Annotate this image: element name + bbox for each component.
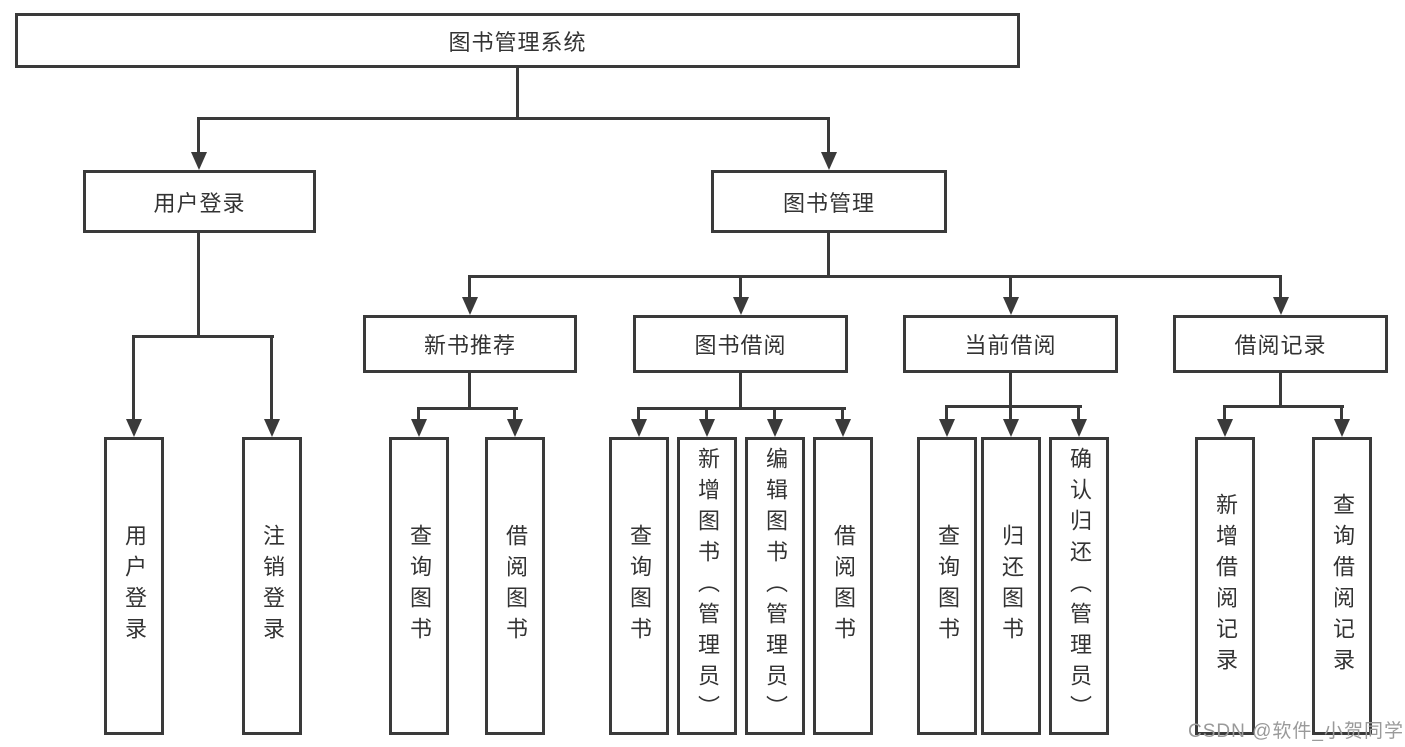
node-new-book-recommend: 新书推荐 (363, 315, 577, 373)
node-current-borrowing-label: 当前借阅 (964, 333, 1057, 358)
connector-line (705, 407, 708, 421)
node-borrow-records-label: 借阅记录 (1234, 333, 1327, 358)
node-book-management-label: 图书管理 (782, 190, 875, 216)
connector-line (1279, 275, 1282, 299)
connector-line (417, 407, 420, 421)
leaf-records-add-record-label: 新增借阅记录 (1213, 493, 1238, 679)
connector-line (637, 407, 846, 410)
connector-line (468, 373, 471, 407)
arrow-down-icon (411, 419, 427, 437)
node-root: 图书管理系统 (15, 13, 1020, 68)
leaf-borrow-query-books-label: 查询图书 (627, 524, 652, 648)
connector-line (1009, 405, 1012, 421)
connector-line (132, 335, 274, 338)
leaf-current-return-books-label: 归还图书 (999, 524, 1024, 648)
leaf-borrow-add-books-admin-label: 新增图书（管理员） (695, 446, 720, 726)
connector-line (773, 407, 776, 421)
connector-line (197, 117, 200, 153)
arrow-down-icon (699, 419, 715, 437)
connector-line (468, 275, 1282, 278)
leaf-current-confirm-return-admin-label: 确认归还（管理员） (1067, 446, 1092, 726)
connector-line (197, 117, 830, 120)
arrow-down-icon (1003, 419, 1019, 437)
node-user-login-label: 用户登录 (153, 190, 246, 216)
arrow-down-icon (191, 152, 207, 170)
leaf-recommend-borrow-books-label: 借阅图书 (503, 524, 528, 648)
leaf-current-confirm-return-admin: 确认归还（管理员） (1049, 437, 1109, 735)
leaf-user-login: 用户登录 (104, 437, 164, 735)
connector-line (197, 233, 200, 335)
arrow-down-icon (1071, 419, 1087, 437)
leaf-current-return-books: 归还图书 (981, 437, 1041, 735)
leaf-records-query-record: 查询借阅记录 (1312, 437, 1372, 735)
arrow-down-icon (1217, 419, 1233, 437)
connector-line (1077, 405, 1080, 421)
connector-line (827, 233, 830, 275)
connector-line (739, 275, 742, 299)
node-book-borrowing-label: 图书借阅 (694, 333, 787, 358)
leaf-borrow-edit-books-admin-label: 编辑图书（管理员） (763, 446, 788, 726)
node-user-login: 用户登录 (83, 170, 316, 233)
connector-line (1340, 405, 1343, 421)
leaf-records-add-record: 新增借阅记录 (1195, 437, 1255, 735)
arrow-down-icon (462, 297, 478, 315)
leaf-borrow-borrow-books: 借阅图书 (813, 437, 873, 735)
arrow-down-icon (1334, 419, 1350, 437)
arrow-down-icon (507, 419, 523, 437)
connector-line (417, 407, 518, 410)
connector-line (1223, 405, 1226, 421)
leaf-borrow-edit-books-admin: 编辑图书（管理员） (745, 437, 805, 735)
connector-line (637, 407, 640, 421)
connector-line (270, 335, 273, 421)
connector-line (739, 373, 742, 407)
leaf-borrow-borrow-books-label: 借阅图书 (831, 524, 856, 648)
node-current-borrowing: 当前借阅 (903, 315, 1118, 373)
arrow-down-icon (821, 152, 837, 170)
node-borrow-records: 借阅记录 (1173, 315, 1388, 373)
node-book-management: 图书管理 (711, 170, 947, 233)
arrow-down-icon (835, 419, 851, 437)
leaf-recommend-borrow-books: 借阅图书 (485, 437, 545, 735)
connector-line (1279, 373, 1282, 405)
leaf-current-query-books: 查询图书 (917, 437, 977, 735)
arrow-down-icon (264, 419, 280, 437)
node-book-borrowing: 图书借阅 (633, 315, 848, 373)
arrow-down-icon (1003, 297, 1019, 315)
connector-line (1223, 405, 1344, 408)
arrow-down-icon (126, 419, 142, 437)
leaf-recommend-query-books: 查询图书 (389, 437, 449, 735)
watermark: CSDN @软件_小贺同学 (1188, 721, 1404, 742)
leaf-logout-label: 注销登录 (260, 524, 285, 648)
connector-line (132, 335, 135, 421)
leaf-logout: 注销登录 (242, 437, 302, 735)
connector-line (1009, 275, 1012, 299)
connector-line (945, 405, 1082, 408)
connector-line (841, 407, 844, 421)
arrow-down-icon (733, 297, 749, 315)
node-new-book-recommend-label: 新书推荐 (423, 333, 516, 358)
connector-line (513, 407, 516, 421)
connector-line (827, 117, 830, 153)
leaf-current-query-books-label: 查询图书 (935, 524, 960, 648)
leaf-recommend-query-books-label: 查询图书 (407, 524, 432, 648)
arrow-down-icon (939, 419, 955, 437)
leaf-borrow-add-books-admin: 新增图书（管理员） (677, 437, 737, 735)
connector-line (1009, 373, 1012, 405)
leaf-records-query-record-label: 查询借阅记录 (1330, 493, 1355, 679)
arrow-down-icon (631, 419, 647, 437)
arrow-down-icon (1273, 297, 1289, 315)
arrow-down-icon (767, 419, 783, 437)
leaf-borrow-query-books: 查询图书 (609, 437, 669, 735)
connector-line (516, 68, 519, 117)
node-root-label: 图书管理系统 (448, 29, 587, 55)
leaf-user-login-label: 用户登录 (122, 524, 147, 648)
connector-line (945, 405, 948, 421)
connector-line (468, 275, 471, 299)
